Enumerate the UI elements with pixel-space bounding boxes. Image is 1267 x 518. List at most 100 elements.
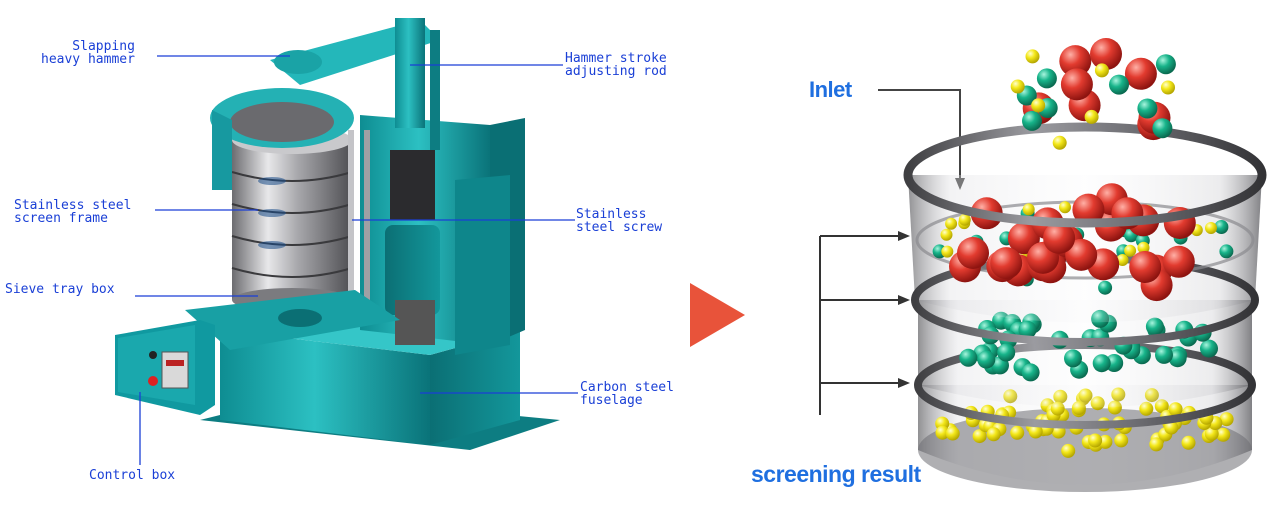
yellow-ball bbox=[1114, 433, 1129, 448]
machine-drive bbox=[390, 150, 435, 220]
yellow-ball bbox=[1088, 433, 1103, 448]
green-ball bbox=[1145, 317, 1164, 336]
green-ball bbox=[1036, 68, 1057, 89]
yellow-ball bbox=[1116, 254, 1129, 266]
green-ball bbox=[1098, 280, 1113, 295]
green-ball bbox=[1021, 363, 1040, 382]
yellow-ball bbox=[1028, 424, 1043, 439]
machine-adjusting-rod bbox=[430, 30, 440, 150]
yellow-ball bbox=[1084, 109, 1099, 124]
red-ball bbox=[1060, 68, 1093, 101]
sieve-schematic bbox=[819, 38, 1267, 492]
green-ball bbox=[1109, 74, 1129, 95]
yellow-ball bbox=[940, 228, 953, 241]
green-ball bbox=[1022, 110, 1042, 131]
yellow-ball bbox=[1022, 203, 1035, 216]
red-ball bbox=[957, 237, 989, 269]
green-ball bbox=[1214, 220, 1229, 234]
yellow-ball bbox=[958, 213, 971, 226]
yellow-ball bbox=[1204, 426, 1219, 441]
sieve-top-rim bbox=[903, 122, 1267, 228]
red-ball bbox=[1090, 38, 1122, 70]
yellow-ball bbox=[1059, 201, 1071, 214]
red-ball bbox=[1043, 221, 1076, 254]
label-control-box: Control box bbox=[89, 468, 176, 483]
yellow-ball bbox=[1205, 222, 1217, 234]
inlet-pointer-line bbox=[878, 89, 961, 180]
machine-gear bbox=[395, 300, 435, 345]
red-ball bbox=[1072, 193, 1105, 226]
result-arrow-2 bbox=[898, 295, 910, 305]
red-ball bbox=[1162, 245, 1195, 278]
label-fuselage: Carbon steel fuselage bbox=[580, 380, 674, 408]
yellow-ball bbox=[1181, 435, 1196, 450]
yellow-ball bbox=[986, 427, 1001, 442]
green-ball bbox=[1200, 339, 1218, 358]
green-ball bbox=[1219, 244, 1234, 259]
label-steel-screw: Stainless steel screw bbox=[576, 207, 663, 235]
yellow-ball bbox=[1137, 241, 1150, 254]
yellow-ball bbox=[972, 429, 987, 444]
yellow-ball bbox=[1025, 49, 1040, 64]
yellow-ball bbox=[1161, 80, 1175, 95]
yellow-ball bbox=[1098, 434, 1113, 449]
yellow-ball bbox=[1168, 402, 1183, 417]
result-arrow-1 bbox=[898, 231, 910, 241]
red-ball bbox=[1065, 238, 1098, 271]
green-ball bbox=[1105, 354, 1124, 372]
label-slapping-hammer: Slapping heavy hammer bbox=[41, 39, 135, 67]
label-inlet: Inlet bbox=[809, 77, 852, 102]
yellow-ball bbox=[945, 426, 960, 441]
machine-arm-post bbox=[395, 18, 425, 128]
result-bracket bbox=[819, 235, 900, 415]
machine-cabinet-door bbox=[455, 175, 510, 355]
process-arrow-icon bbox=[690, 283, 745, 347]
sieve-machine-illustration bbox=[115, 18, 560, 450]
yellow-ball bbox=[1031, 98, 1046, 113]
label-screening-result: screening result bbox=[751, 461, 921, 487]
yellow-ball bbox=[1164, 420, 1179, 435]
yellow-ball bbox=[1219, 412, 1234, 427]
green-ball bbox=[1155, 345, 1173, 364]
label-hammer-rod: Hammer stroke adjusting rod bbox=[565, 51, 667, 79]
machine-motor bbox=[385, 225, 440, 315]
callout-lines bbox=[135, 55, 578, 465]
yellow-ball bbox=[1139, 401, 1154, 416]
green-ball bbox=[1168, 349, 1187, 368]
machine-fuselage-front bbox=[220, 330, 430, 445]
green-ball bbox=[959, 348, 978, 367]
machine-steel-screw-2 bbox=[364, 130, 370, 320]
yellow-ball bbox=[1010, 425, 1025, 440]
green-ball bbox=[1092, 354, 1111, 373]
green-ball bbox=[1137, 98, 1158, 119]
label-sieve-tray: Sieve tray box bbox=[5, 282, 115, 297]
red-ball bbox=[1124, 57, 1157, 90]
green-ball bbox=[1155, 54, 1176, 75]
control-panel-display bbox=[161, 351, 189, 389]
yellow-ball bbox=[945, 217, 958, 230]
red-ball bbox=[1059, 45, 1092, 78]
machine-slapping-hammer bbox=[274, 50, 322, 74]
green-ball bbox=[1152, 118, 1173, 139]
yellow-ball bbox=[935, 425, 950, 440]
red-ball bbox=[1007, 222, 1040, 255]
red-ball bbox=[1129, 251, 1162, 283]
yellow-ball bbox=[1094, 63, 1109, 78]
red-ball bbox=[990, 247, 1023, 280]
machine-fuselage-side bbox=[430, 330, 520, 445]
yellow-ball bbox=[1061, 443, 1076, 458]
green-ball bbox=[997, 343, 1016, 362]
label-screen-frame: Stainless steel screen frame bbox=[14, 198, 132, 226]
yellow-ball bbox=[1216, 427, 1231, 442]
yellow-ball bbox=[1149, 437, 1164, 452]
falling-balls bbox=[1010, 38, 1176, 150]
yellow-ball bbox=[1052, 135, 1067, 150]
machine-frame-left bbox=[212, 110, 232, 190]
result-arrow-3 bbox=[898, 378, 910, 388]
machine-steel-screw bbox=[348, 130, 354, 320]
machine-lid-center bbox=[230, 102, 334, 142]
yellow-ball bbox=[941, 245, 954, 258]
sieve-stack bbox=[231, 126, 353, 312]
